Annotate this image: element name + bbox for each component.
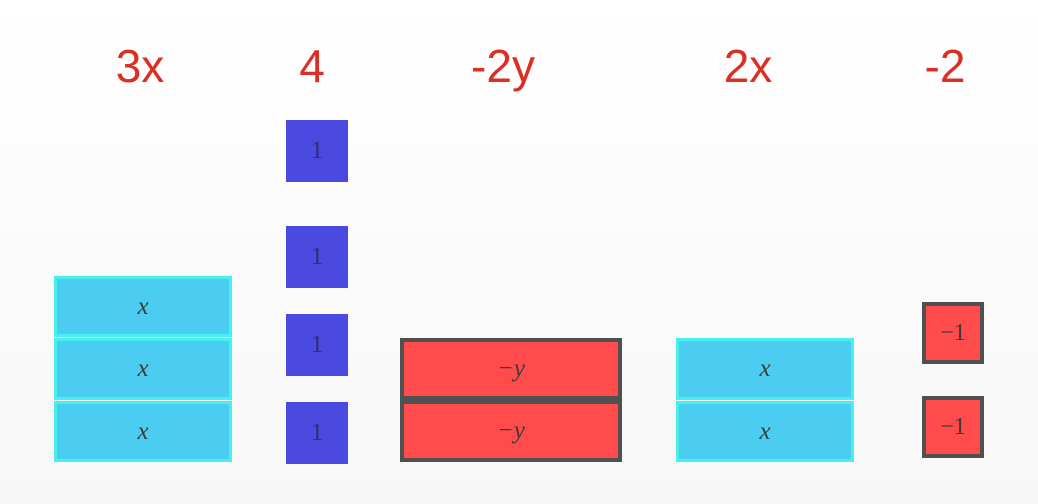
x-tile[interactable]: x [676, 401, 854, 462]
term-label-3x: 3x [115, 40, 165, 92]
unit-tile[interactable]: 1 [286, 402, 348, 464]
x-tile[interactable]: x [676, 338, 854, 400]
x-tile[interactable]: x [54, 338, 232, 400]
unit-tile[interactable]: 1 [286, 314, 348, 376]
neg-one-tile[interactable]: −1 [922, 396, 984, 458]
term-label-neg-2y: -2y [471, 40, 535, 92]
term-label-neg-2: -2 [924, 40, 966, 92]
neg-y-tile[interactable]: −y [400, 338, 622, 400]
neg-one-tile[interactable]: −1 [922, 302, 984, 364]
x-tile[interactable]: x [54, 276, 232, 337]
unit-tile[interactable]: 1 [286, 120, 348, 182]
unit-tile[interactable]: 1 [286, 226, 348, 288]
x-tile[interactable]: x [54, 401, 232, 462]
neg-y-tile[interactable]: −y [400, 400, 622, 462]
term-label-2x: 2x [723, 40, 773, 92]
term-label-4: 4 [299, 40, 325, 92]
